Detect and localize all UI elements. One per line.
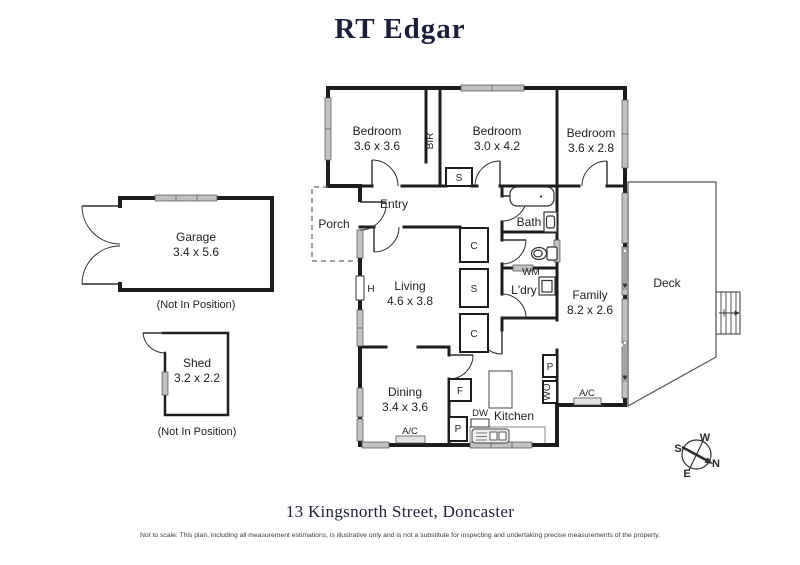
room-label-shed-name: Shed [183, 356, 211, 370]
island-bench-icon [488, 370, 513, 409]
compass-circle [681, 439, 712, 470]
deck-stairs [715, 291, 741, 335]
ac-unit-family-icon [573, 397, 602, 406]
kitchen-bench-icon [469, 426, 546, 443]
room-label-bedroom1-dims: 3.6 x 3.6 [354, 139, 400, 153]
storage [445, 167, 558, 442]
room-label-family-dims: 8.2 x 2.6 [567, 303, 613, 317]
deck-outline [627, 181, 717, 408]
disclaimer: Not to scale: This plan, including all m… [140, 532, 660, 539]
label-pantry-bottom: P [455, 424, 462, 435]
kitchen-fixtures [469, 370, 546, 444]
room-label-deck: Deck [653, 276, 681, 290]
room-label-living-name: Living [394, 279, 425, 293]
shed-note: (Not In Position) [158, 426, 237, 438]
label-washing-machine: WM [522, 267, 540, 278]
laundry-slider [512, 264, 534, 272]
room-label-porch: Porch [318, 217, 349, 231]
wall-oven [542, 380, 558, 404]
label-dishwasher: DW [472, 408, 488, 419]
bathtub-drain-icon [539, 195, 543, 198]
heater-panel-icon [355, 275, 365, 301]
compass-w: W [700, 432, 711, 444]
room-label-living-dims: 4.6 x 3.8 [387, 294, 433, 308]
garage-note: (Not In Position) [157, 299, 236, 311]
garage: Garage 3.4 x 5.6 (Not In Position) [81, 194, 274, 311]
robe-s [445, 167, 473, 187]
toilet-cistern-icon [546, 246, 558, 261]
bathtub-icon [509, 186, 555, 207]
label-wall-oven: WO [542, 383, 553, 400]
deck: Deck [627, 181, 741, 408]
room-label-kitchen: Kitchen [494, 409, 534, 423]
room-labels: Bedroom 3.6 x 3.6 Bedroom 3.0 x 4.2 Bedr… [318, 124, 615, 423]
room-label-bath: Bath [517, 215, 542, 229]
garage-walls [118, 196, 274, 292]
family-sliding-doors [621, 192, 629, 399]
label-store-hall: S [471, 284, 478, 295]
brand-logo: RT Edgar [334, 13, 465, 45]
room-label-dining-name: Dining [388, 385, 422, 399]
room-label-bedroom3-dims: 3.6 x 2.8 [568, 141, 614, 155]
fridge-space [448, 378, 472, 402]
pantry-bottom [448, 416, 468, 442]
label-heater: H [367, 284, 374, 295]
room-label-bedroom2-dims: 3.0 x 4.2 [474, 139, 520, 153]
cooktop-icon [471, 428, 510, 444]
shed: Shed 3.2 x 2.2 (Not In Position) [142, 331, 237, 438]
room-label-garage-dims: 3.4 x 5.6 [173, 245, 219, 259]
basin-icon [545, 215, 556, 229]
label-ac-family: A/C [579, 388, 595, 399]
label-bir: BIR [425, 133, 436, 150]
cupboard-bottom [459, 313, 489, 353]
compass-e: E [683, 468, 690, 480]
compass-rose: W S N E [674, 432, 720, 480]
garage-doors [81, 205, 121, 285]
compass-needle-tip [704, 457, 713, 464]
label-fridge: F [457, 386, 463, 397]
room-label-entry: Entry [380, 197, 408, 211]
room-label-bedroom1-name: Bedroom [353, 124, 402, 138]
compass-s: S [674, 443, 681, 455]
room-label-bedroom2-name: Bedroom [473, 124, 522, 138]
room-label-laundry: L'dry [511, 283, 537, 297]
pantry-top [542, 354, 558, 378]
label-pantry-top: P [547, 362, 554, 373]
cupboard-top [459, 227, 489, 263]
label-robe-s: S [456, 173, 463, 184]
windows [324, 84, 629, 449]
room-label-dining-dims: 3.4 x 3.6 [382, 400, 428, 414]
property-address: 13 Kingsnorth Street, Doncaster [286, 502, 514, 521]
ac-unit-dining-icon [395, 435, 426, 444]
room-label-shed-dims: 3.2 x 2.2 [174, 371, 220, 385]
bath-fixtures [509, 186, 558, 296]
room-label-garage-name: Garage [176, 230, 216, 244]
label-ac-dining: A/C [402, 426, 418, 437]
room-label-bedroom3-name: Bedroom [567, 126, 616, 140]
dishwasher-icon [470, 418, 490, 428]
store-hall [459, 268, 489, 308]
label-cupboard-bottom: C [470, 329, 477, 340]
label-cupboard-top: C [470, 241, 477, 252]
room-label-family-name: Family [572, 288, 607, 302]
fixture-labels: BIR S C S C H WM F P P WO DW A/C A/C [367, 133, 595, 437]
compass-n: N [712, 458, 720, 470]
